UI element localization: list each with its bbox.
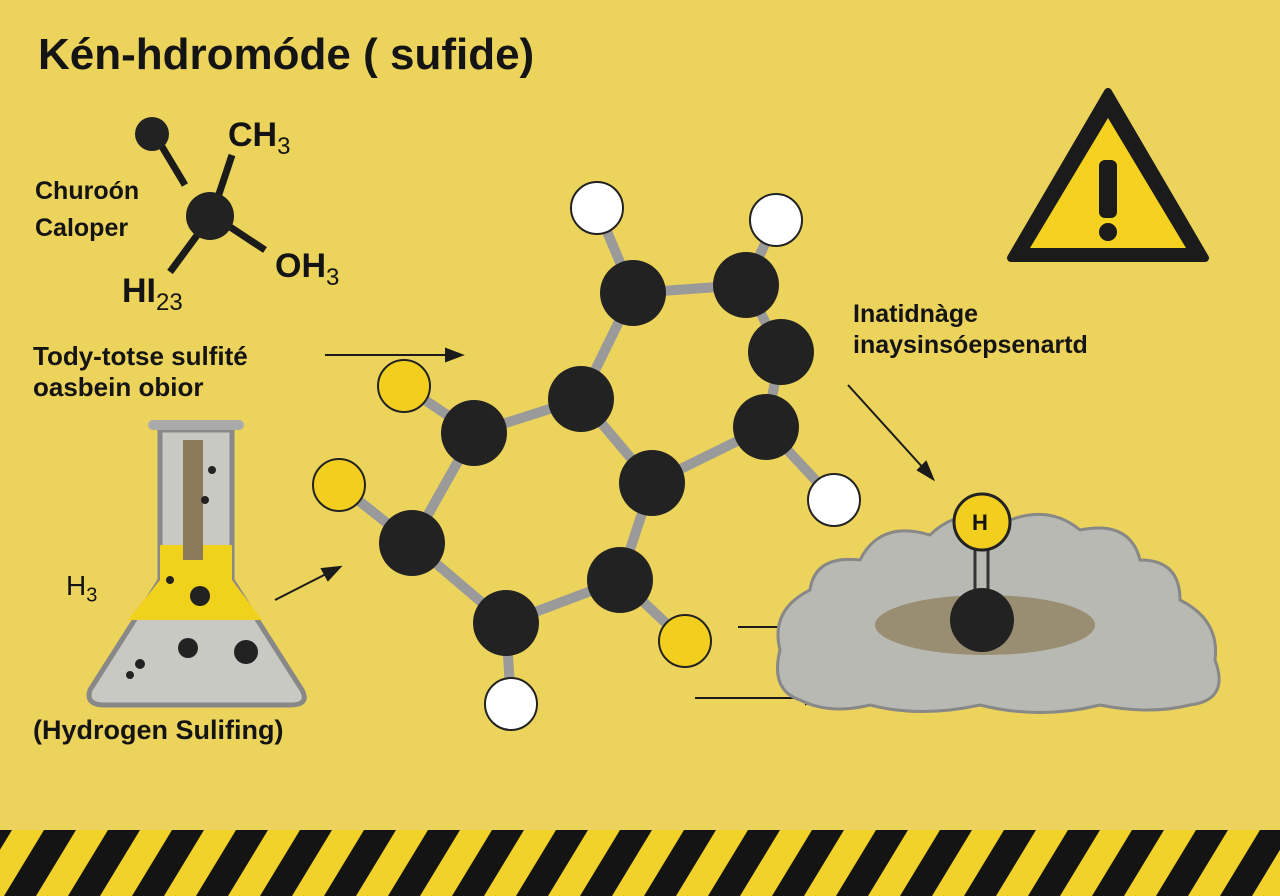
stripe: [772, 830, 844, 896]
flask-label-text: H: [66, 570, 87, 601]
carbon-atom: [733, 394, 799, 460]
note-left-line1: Tody-totse sulfité: [33, 341, 248, 371]
stripe: [644, 830, 716, 896]
group-text: OH: [275, 247, 326, 285]
atom-dark: [135, 117, 169, 151]
stripe: [1028, 830, 1100, 896]
stripe: [196, 830, 268, 896]
hazard-stripes: [0, 830, 1280, 896]
flask-caption: (Hydrogen Sulifing): [33, 715, 284, 745]
note-left-line2: oasbein obior: [33, 372, 204, 402]
note-right-line2: inaysinsóepsenartd: [853, 331, 1088, 359]
stripe: [900, 830, 972, 896]
stripe: [260, 830, 332, 896]
warning-icon: [1007, 88, 1209, 262]
flask-icon: [86, 420, 307, 708]
gas-cloud: [776, 492, 1221, 714]
carbon-atom: [619, 450, 685, 516]
molecule-atoms: [312, 181, 861, 731]
group-ch3: CH3: [228, 116, 290, 161]
group-sub: 3: [277, 132, 291, 160]
carbon-atom: [587, 547, 653, 613]
group-sub: 3: [326, 263, 340, 291]
hydrogen-atom: [749, 193, 803, 247]
stripe: [1220, 830, 1280, 896]
group-oh3: OH3: [275, 247, 339, 292]
stripe: [452, 830, 524, 896]
group-text: CH: [228, 116, 278, 154]
arrows: [274, 347, 936, 706]
stripe: [68, 830, 140, 896]
sulfur-atom: [377, 359, 431, 413]
stripe: [708, 830, 780, 896]
stripe: [1092, 830, 1164, 896]
stripe: [4, 830, 76, 896]
group-sub: 23: [156, 288, 183, 316]
cloud-atom-label: H: [972, 510, 988, 535]
note-right-line1: Inatidnàge: [853, 300, 979, 328]
sulfur-atom: [658, 614, 712, 668]
stripe: [388, 830, 460, 896]
carbon-atom: [379, 510, 445, 576]
hydrogen-atom: [807, 473, 861, 527]
stripe: [324, 830, 396, 896]
stripe: [836, 830, 908, 896]
carbon-atom: [441, 400, 507, 466]
stripe: [132, 830, 204, 896]
page-title: Kén-hdromóde ( sufide): [38, 30, 535, 79]
hydrogen-atom: [570, 181, 624, 235]
stripe: [1156, 830, 1228, 896]
molecule-label-line2: Caloper: [35, 214, 129, 242]
stripe: [964, 830, 1036, 896]
group-text: HI: [122, 272, 156, 310]
carbon-atom: [713, 252, 779, 318]
flask-label: H3: [66, 570, 97, 608]
carbon-atom: [548, 366, 614, 432]
carbon-atom: [748, 319, 814, 385]
group-hi23: HI23: [122, 272, 183, 317]
molecule-label-line1: Churoón: [35, 177, 140, 205]
carbon-atom: [600, 260, 666, 326]
carbon-atom: [473, 590, 539, 656]
flask-label-sub: 3: [86, 584, 98, 607]
stripe: [0, 830, 12, 850]
hydrogen-atom: [484, 677, 538, 731]
sulfur-atom: [312, 458, 366, 512]
stripe: [516, 830, 588, 896]
stripe: [580, 830, 652, 896]
atom-dark: [186, 192, 234, 240]
